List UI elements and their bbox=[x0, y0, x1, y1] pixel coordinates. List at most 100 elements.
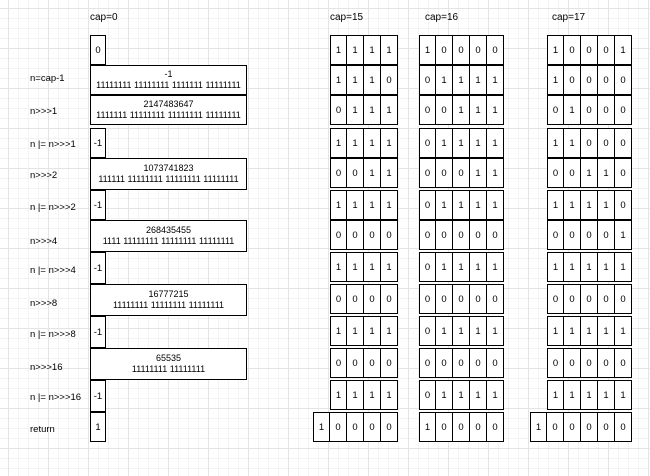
bit-cell: 1 bbox=[470, 95, 487, 125]
bit-cell: 1 bbox=[547, 35, 564, 65]
binary-value: 11111111 11111111 1111111 11111111 bbox=[96, 80, 241, 90]
bit-cell: 0 bbox=[364, 220, 381, 250]
row-label: n>>>16 bbox=[30, 362, 63, 373]
cap0-value-box: -1 11111111 11111111 1111111 11111111 bbox=[90, 65, 247, 95]
row-label: n |= n>>>4 bbox=[30, 265, 76, 276]
bit-cell: 1 bbox=[453, 316, 470, 346]
bit-cell: 1 bbox=[598, 252, 615, 282]
bit-cell: 0 bbox=[615, 412, 632, 442]
bit-cell: 0 bbox=[330, 158, 347, 188]
bit-cell: 0 bbox=[453, 158, 470, 188]
bit-cell: 1 bbox=[381, 158, 398, 188]
bit-cell: 1 bbox=[615, 380, 632, 410]
bit-cell: 0 bbox=[347, 220, 364, 250]
decimal-value: 16777215 bbox=[148, 289, 189, 299]
row-label: n |= n>>>16 bbox=[30, 392, 82, 403]
binary-value: 11111111 11111111 bbox=[131, 364, 206, 374]
bit-cell: 1 bbox=[581, 190, 598, 220]
bit-cell: 0 bbox=[581, 35, 598, 65]
bit-cell: 1 bbox=[615, 35, 632, 65]
bit-cell: 1 bbox=[615, 220, 632, 250]
bit-cell: 1 bbox=[364, 190, 381, 220]
bit-cell: 0 bbox=[364, 412, 381, 442]
bit-cell: 1 bbox=[564, 252, 581, 282]
bit-cell: 0 bbox=[381, 348, 398, 378]
row-label: n>>>8 bbox=[30, 298, 58, 309]
bit-cell: 0 bbox=[453, 348, 470, 378]
bit-cell: 1 bbox=[419, 412, 436, 442]
bit-cell: 0 bbox=[419, 158, 436, 188]
bit-cell: 0 bbox=[598, 220, 615, 250]
bit-cell: 1 bbox=[381, 128, 398, 158]
binary-value: 111111 11111111 11111111 11111111 bbox=[98, 174, 239, 184]
bit-cell: 0 bbox=[615, 348, 632, 378]
bit-cell: 1 bbox=[381, 35, 398, 65]
bit-cell: 1 bbox=[581, 252, 598, 282]
bit-cell: 1 bbox=[347, 65, 364, 95]
bit-cell: 0 bbox=[615, 190, 632, 220]
cap0-value-cell: -1 bbox=[90, 128, 106, 158]
bit-cell: 0 bbox=[564, 348, 581, 378]
bit-cell: 0 bbox=[598, 412, 615, 442]
binary-value: 1111111 11111111 11111111 11111111 bbox=[96, 110, 241, 120]
bit-cell: 0 bbox=[487, 284, 504, 314]
cap0-value-cell: -1 bbox=[90, 380, 106, 412]
bit-cell: 1 bbox=[347, 316, 364, 346]
bit-cell: 0 bbox=[547, 348, 564, 378]
bit-cell: 0 bbox=[381, 65, 398, 95]
bit-cell: 1 bbox=[381, 380, 398, 410]
bit-cell: 1 bbox=[330, 316, 347, 346]
bit-cell: 1 bbox=[347, 190, 364, 220]
cap0-value-box: 1073741823 111111 11111111 11111111 1111… bbox=[90, 158, 247, 190]
bit-cell: 0 bbox=[419, 380, 436, 410]
bit-cell: 1 bbox=[598, 158, 615, 188]
bit-cell: 0 bbox=[330, 220, 347, 250]
bit-cell: 1 bbox=[381, 316, 398, 346]
bit-cell: 0 bbox=[347, 412, 364, 442]
decimal-value: 2147483647 bbox=[143, 99, 194, 109]
bit-cell: 0 bbox=[419, 190, 436, 220]
bit-cell: 0 bbox=[436, 158, 453, 188]
row-label: n |= n>>>1 bbox=[30, 139, 76, 150]
bit-cell: 0 bbox=[381, 284, 398, 314]
bit-cell: 1 bbox=[364, 65, 381, 95]
bit-cell: 0 bbox=[547, 220, 564, 250]
bit-cell: 0 bbox=[598, 95, 615, 125]
bit-cell: 0 bbox=[453, 284, 470, 314]
decimal-value: -1 bbox=[164, 69, 173, 79]
row-label: n>>>2 bbox=[30, 170, 58, 181]
bit-cell: 1 bbox=[453, 65, 470, 95]
bit-cell: 0 bbox=[419, 284, 436, 314]
bit-cell: 0 bbox=[615, 284, 632, 314]
bit-cell: 0 bbox=[598, 65, 615, 95]
bit-cell: 1 bbox=[581, 158, 598, 188]
bit-cell: 1 bbox=[453, 252, 470, 282]
bit-cell: 1 bbox=[330, 128, 347, 158]
bit-cell: 1 bbox=[470, 158, 487, 188]
bit-cell: 0 bbox=[615, 65, 632, 95]
bit-cell: 1 bbox=[364, 252, 381, 282]
bit-cell: 0 bbox=[470, 220, 487, 250]
bit-cell: 0 bbox=[419, 316, 436, 346]
bit-cell: 1 bbox=[615, 252, 632, 282]
bit-cell: 1 bbox=[470, 380, 487, 410]
bit-cell: 1 bbox=[581, 380, 598, 410]
bit-cell: 1 bbox=[487, 128, 504, 158]
bit-cell: 0 bbox=[581, 348, 598, 378]
bit-cell: 0 bbox=[436, 35, 453, 65]
cap0-value-cell: -1 bbox=[90, 190, 106, 220]
header-cap15: cap=15 bbox=[330, 12, 364, 23]
